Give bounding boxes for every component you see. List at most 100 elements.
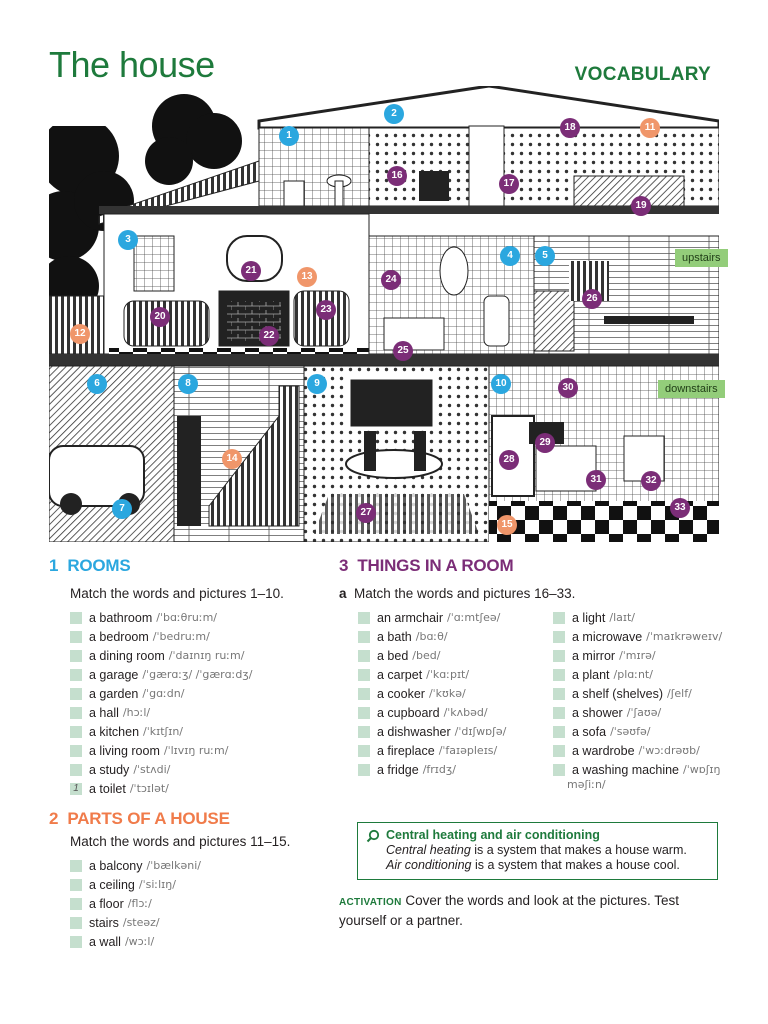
callout-line-1: Central heating is a system that makes a…: [386, 843, 707, 857]
marker-3: 3: [118, 230, 138, 250]
marker-30: 30: [558, 378, 578, 398]
vocab-phonetic: /ˈwɒʃɪŋ: [683, 763, 721, 776]
answer-box[interactable]: [70, 611, 82, 624]
answer-box[interactable]: [553, 744, 565, 757]
vocab-phonetic: /laɪt/: [609, 611, 635, 624]
answer-box[interactable]: [70, 897, 82, 910]
marker-9: 9: [307, 374, 327, 394]
vocab-item: a light/laɪt/: [553, 608, 722, 627]
vocab-word: a balcony: [89, 858, 143, 873]
vocab-item: a garage/ˈgærɑːʒ/ /ˈgærɑːdʒ/: [70, 665, 252, 684]
answer-box[interactable]: [70, 859, 82, 872]
vocab-item: a shower/ˈʃaʊə/: [553, 703, 722, 722]
callout-text-1: is a system that makes a house warm.: [470, 843, 687, 857]
answer-box[interactable]: [358, 744, 370, 757]
vocab-phonetic: /ˈgærɑːʒ/ /ˈgærɑːdʒ/: [142, 668, 253, 681]
marker-4: 4: [500, 246, 520, 266]
marker-15: 15: [497, 515, 517, 535]
vocab-phonetic: /ˈkɪtʃɪn/: [143, 725, 183, 738]
vocab-item: a study/ˈstʌdi/: [70, 760, 252, 779]
vocab-item: a dishwasher/ˈdɪʃwɒʃə/: [358, 722, 506, 741]
magnifier-icon: [366, 829, 380, 843]
vocab-item: a sofa/ˈsəʊfə/: [553, 722, 722, 741]
vocab-item: a floor/flɔː/: [70, 894, 201, 913]
vocab-item: a bedroom/ˈbedruːm/: [70, 627, 252, 646]
answer-box[interactable]: [358, 630, 370, 643]
parts-heading: 2 PARTS OF A HOUSE: [49, 809, 230, 829]
answer-box[interactable]: [70, 763, 82, 776]
vocab-phonetic: /ˈlɪvɪŋ ruːm/: [163, 744, 229, 757]
things-sub: a: [339, 586, 347, 601]
answer-box[interactable]: [70, 878, 82, 891]
answer-box[interactable]: 1: [70, 782, 82, 795]
vocab-item: a hall/hɔːl/: [70, 703, 252, 722]
answer-box[interactable]: [553, 630, 565, 643]
marker-33: 33: [670, 498, 690, 518]
vocab-word: a plant: [572, 667, 610, 682]
vocab-phonetic: /bed/: [412, 649, 441, 662]
vocab-item: a plant/plɑːnt/: [553, 665, 722, 684]
vocab-phonetic: /frɪdʒ/: [422, 763, 456, 776]
marker-26: 26: [582, 289, 602, 309]
vocab-word: a bedroom: [89, 629, 149, 644]
vocab-item: a cooker/ˈkʊkə/: [358, 684, 506, 703]
vocab-phonetic: /ˈbælkəni/: [146, 859, 201, 872]
answer-box[interactable]: [70, 687, 82, 700]
answer-box[interactable]: [553, 668, 565, 681]
callout-term-1: Central heating: [386, 843, 471, 857]
answer-box[interactable]: [553, 611, 565, 624]
vocab-item: a carpet/ˈkɑːpɪt/: [358, 665, 506, 684]
vocab-phonetic: /ˈsiːlɪŋ/: [138, 878, 176, 891]
vocab-word: a kitchen: [89, 724, 140, 739]
vocab-word: a dining room: [89, 648, 165, 663]
things-number: 3: [339, 556, 349, 575]
vocab-item: a wall/wɔːl/: [70, 932, 201, 951]
marker-5: 5: [535, 246, 555, 266]
answer-box[interactable]: [358, 668, 370, 681]
marker-1: 1: [279, 126, 299, 146]
vocab-word: a cooker: [377, 686, 425, 701]
vocab-word: a mirror: [572, 648, 616, 663]
answer-box[interactable]: [553, 706, 565, 719]
answer-box[interactable]: [553, 649, 565, 662]
rooms-title: ROOMS: [67, 556, 131, 575]
answer-box[interactable]: [70, 725, 82, 738]
answer-box[interactable]: [358, 706, 370, 719]
vocab-word: a cupboard: [377, 705, 440, 720]
page-title: The house: [49, 44, 215, 85]
marker-2: 2: [384, 104, 404, 124]
marker-22: 22: [259, 326, 279, 346]
marker-8: 8: [178, 374, 198, 394]
answer-box[interactable]: [553, 687, 565, 700]
vocab-item: a cupboard/ˈkʌbəd/: [358, 703, 506, 722]
answer-box[interactable]: [70, 649, 82, 662]
answer-box[interactable]: [553, 725, 565, 738]
vocab-word: a floor: [89, 896, 124, 911]
answer-box[interactable]: [358, 763, 370, 776]
answer-box[interactable]: [358, 725, 370, 738]
answer-box[interactable]: [358, 687, 370, 700]
things-title: THINGS IN A ROOM: [357, 556, 514, 575]
answer-box[interactable]: [358, 649, 370, 662]
answer-box[interactable]: [70, 916, 82, 929]
answer-box[interactable]: [553, 763, 565, 776]
marker-24: 24: [381, 270, 401, 290]
answer-box[interactable]: [70, 935, 82, 948]
answer-box[interactable]: [358, 611, 370, 624]
answer-box[interactable]: [70, 630, 82, 643]
vocab-item: a fireplace/ˈfaɪəpleɪs/: [358, 741, 506, 760]
vocab-item: a mirror/ˈmɪrə/: [553, 646, 722, 665]
answer-box[interactable]: [70, 668, 82, 681]
marker-23: 23: [316, 300, 336, 320]
activation-text: Cover the words and look at the pictures…: [339, 893, 680, 928]
vocab-word: an armchair: [377, 610, 443, 625]
activation-note: ACTIVATION Cover the words and look at t…: [339, 892, 719, 930]
upstairs-tag: upstairs: [675, 249, 728, 267]
marker-12: 12: [70, 324, 90, 344]
rooms-instruction: Match the words and pictures 1–10.: [70, 586, 284, 601]
answer-box[interactable]: [70, 706, 82, 719]
marker-31: 31: [586, 470, 606, 490]
things-list-col2: a light/laɪt/a microwave/ˈmaɪkrəweɪv/a m…: [553, 608, 722, 779]
answer-box[interactable]: [70, 744, 82, 757]
rooms-list: a bathroom/ˈbɑːθruːm/a bedroom/ˈbedruːm/…: [70, 608, 252, 798]
